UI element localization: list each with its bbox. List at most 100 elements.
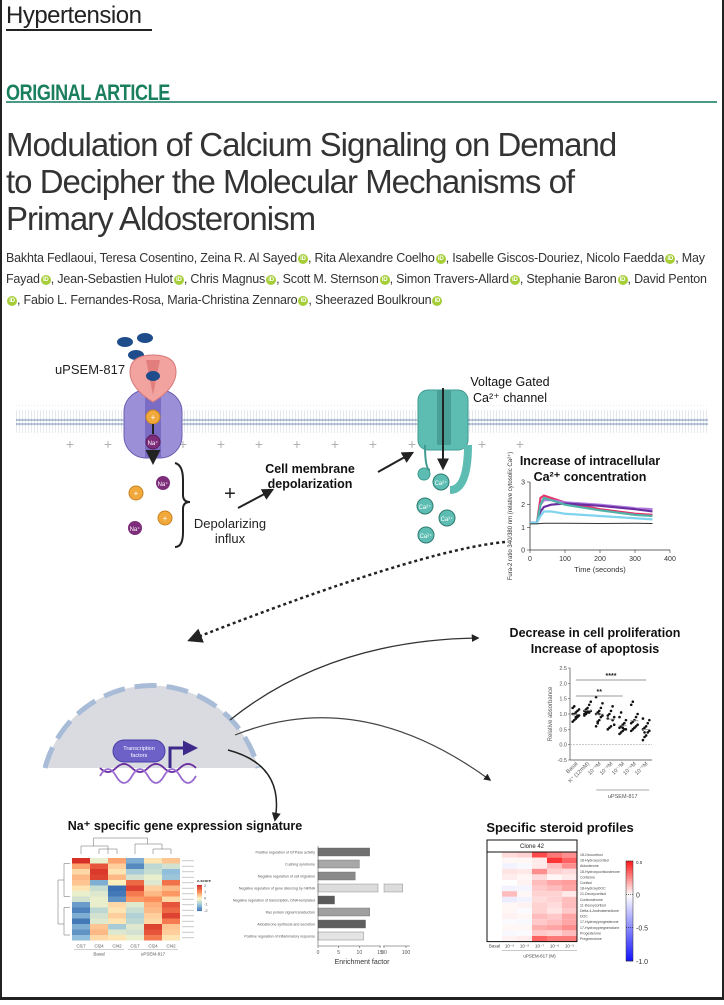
orcid-icon[interactable]: iD bbox=[173, 275, 184, 285]
heatmap-cell bbox=[547, 852, 562, 858]
heatmap-cell bbox=[108, 902, 126, 908]
bar bbox=[317, 931, 364, 941]
data-point bbox=[633, 726, 636, 730]
colorbar-swatch bbox=[626, 923, 633, 926]
journal-name[interactable]: Hypertension bbox=[6, 2, 142, 29]
row-label: Delta-4-Androstenedione bbox=[580, 909, 619, 913]
data-point bbox=[587, 703, 591, 707]
heatmap-cell bbox=[90, 929, 108, 935]
heatmap-cell bbox=[108, 907, 126, 913]
author-name[interactable]: May Fayad bbox=[6, 251, 705, 286]
legend-swatch bbox=[197, 890, 202, 892]
author-name[interactable]: Fabio L. Fernandes-Rosa bbox=[23, 293, 161, 307]
data-point bbox=[623, 721, 626, 725]
heatmap-cell bbox=[517, 930, 532, 936]
author-name[interactable]: Sheerazed Boulkroun bbox=[314, 293, 432, 307]
data-point bbox=[634, 715, 638, 719]
heatmap-cell bbox=[547, 908, 562, 914]
author-name[interactable]: Jean-Sebastien Hulot bbox=[57, 272, 173, 286]
orcid-icon[interactable]: iD bbox=[297, 254, 308, 264]
orcid-icon[interactable]: iD bbox=[7, 296, 17, 306]
orcid-icon[interactable]: iD bbox=[432, 296, 443, 306]
author-name[interactable]: Chris Magnus bbox=[190, 272, 266, 286]
colorbar-swatch bbox=[626, 931, 633, 934]
author-name[interactable]: Maria-Christina Zennaro bbox=[167, 293, 298, 307]
heatmap-cell bbox=[547, 891, 562, 897]
heatmap-cell bbox=[126, 858, 144, 864]
y-axis-label: Fura-2 ratio 340/380 nm (relative cytoso… bbox=[507, 452, 514, 581]
heatmap-cell bbox=[162, 885, 180, 891]
steroid-heatmap: Clone 4218-Oxocortisol18-Hydroxycortisol… bbox=[486, 839, 648, 966]
heatmap-cell bbox=[162, 929, 180, 935]
heatmap-cell bbox=[517, 891, 532, 897]
legend-title: z-score bbox=[197, 878, 212, 883]
heatmap-cell bbox=[126, 880, 144, 886]
x-axis-label: Time (seconds) bbox=[574, 565, 626, 574]
orcid-icon[interactable]: iD bbox=[40, 275, 51, 285]
heatmap-cell bbox=[72, 929, 90, 935]
colorbar-swatch bbox=[626, 871, 633, 874]
bar-label: Aldosterone synthesis and secretion bbox=[257, 923, 315, 927]
orcid-icon[interactable]: iD bbox=[435, 254, 446, 264]
heatmap-cell bbox=[126, 863, 144, 869]
article-type: ORIGINAL ARTICLE bbox=[6, 80, 170, 105]
colorbar-tick-label: -1.0 bbox=[636, 959, 648, 966]
author-name[interactable]: Bakhta Fedlaoui bbox=[6, 251, 94, 265]
colorbar-swatch bbox=[626, 959, 633, 962]
heatmap-cell bbox=[144, 935, 162, 941]
orcid-icon[interactable]: iD bbox=[665, 254, 676, 264]
colorbar-swatch bbox=[626, 869, 633, 872]
column-label: 10⁻⁵ bbox=[565, 944, 574, 949]
graphical-abstract-svg: +++++++++++ + Na⁺ uPSEM-817 + Na⁺ + Na⁺ bbox=[16, 333, 708, 966]
author-name[interactable]: Rita Alexandre Coelho bbox=[314, 251, 435, 265]
heatmap-cell bbox=[90, 902, 108, 908]
colorbar-swatch bbox=[626, 897, 633, 900]
heatmap-cell bbox=[487, 930, 502, 936]
series-trace-lightblue bbox=[530, 510, 653, 524]
orcid-icon[interactable]: iD bbox=[379, 275, 390, 285]
colorbar-swatch bbox=[626, 907, 633, 910]
colorbar-swatch bbox=[626, 861, 633, 864]
author-name[interactable]: Stephanie Baron bbox=[526, 272, 617, 286]
bar bbox=[317, 883, 379, 893]
heatmap-cell bbox=[562, 919, 577, 925]
author-name[interactable]: Nicolo Faedda bbox=[586, 251, 665, 265]
heatmap-cell bbox=[126, 874, 144, 880]
heatmap-cell bbox=[517, 885, 532, 892]
author-name[interactable]: Simon Travers-Allard bbox=[396, 272, 509, 286]
colorbar-swatch bbox=[626, 875, 633, 878]
data-point bbox=[636, 712, 639, 716]
data-point bbox=[648, 729, 651, 733]
colorbar-swatch bbox=[626, 887, 633, 890]
heatmap-cell bbox=[144, 902, 162, 908]
bar-label: Negative regulation of cell migration bbox=[258, 875, 315, 879]
output-arrow-steroids bbox=[234, 717, 492, 781]
bar bbox=[317, 895, 335, 905]
heatmap-cell bbox=[108, 869, 126, 875]
author-name[interactable]: Zeina R. Al Sayed bbox=[200, 251, 297, 265]
orcid-icon[interactable]: iD bbox=[298, 296, 309, 306]
data-point bbox=[608, 712, 611, 716]
author-name[interactable]: Scott M. Sternson bbox=[282, 272, 379, 286]
data-point bbox=[641, 717, 645, 720]
orcid-icon[interactable]: iD bbox=[509, 275, 520, 285]
y-tick-label: 1.0 bbox=[559, 712, 567, 718]
orcid-icon[interactable]: iD bbox=[266, 275, 277, 285]
heatmap-cell bbox=[162, 891, 180, 897]
author-name[interactable]: Teresa Cosentino bbox=[99, 251, 194, 265]
heatmap-cell bbox=[90, 907, 108, 913]
heatmap-cell bbox=[162, 863, 180, 869]
x-tick-label: 10⁻⁵M bbox=[633, 760, 649, 776]
heatmap-cell bbox=[532, 924, 547, 931]
heatmap-cell bbox=[532, 902, 547, 908]
author-name[interactable]: Isabelle Giscos-Douriez bbox=[452, 251, 580, 265]
heatmap-cell bbox=[108, 863, 126, 869]
author-name[interactable]: David Penton bbox=[634, 272, 707, 286]
heatmap-cell bbox=[532, 936, 547, 942]
heatmap-cell bbox=[90, 913, 108, 919]
heatmap-cell bbox=[162, 907, 180, 913]
legend-swatch bbox=[197, 896, 202, 899]
heatmap-cell bbox=[532, 896, 547, 903]
orcid-icon[interactable]: iD bbox=[617, 275, 628, 285]
